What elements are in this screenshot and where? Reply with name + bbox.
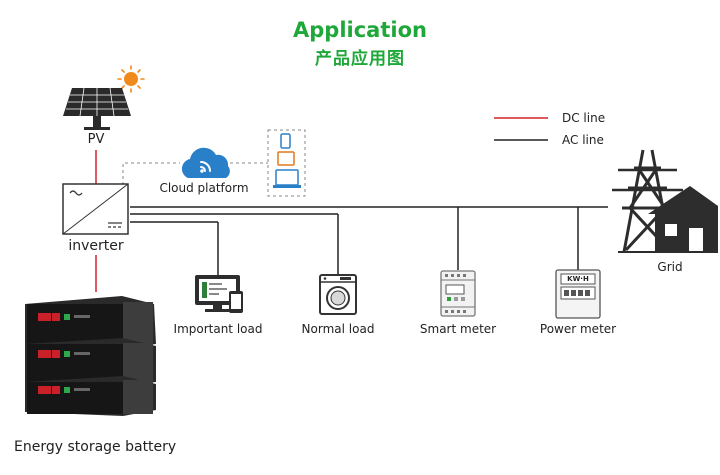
pv-label: PV — [87, 132, 105, 147]
grid-label: Grid — [657, 260, 683, 274]
cloud-icon — [181, 147, 230, 178]
battery-module-3 — [25, 376, 156, 416]
normal-load-label: Normal load — [301, 322, 375, 336]
power-meter-icon — [555, 269, 601, 319]
battery-module-1 — [25, 296, 156, 348]
cloud-platform-label: Cloud platform — [159, 181, 249, 195]
monitoring-devices-icon — [267, 129, 306, 197]
inverter-label: inverter — [68, 238, 124, 254]
meter-display-text: KW·H — [567, 275, 589, 283]
diagram-title: Application — [293, 18, 427, 42]
legend-dc-label: DC line — [562, 111, 606, 125]
washing-machine-icon — [319, 274, 357, 315]
power-meter-label: Power meter — [539, 322, 617, 336]
sun-icon — [117, 65, 145, 93]
battery-label: Energy storage battery — [14, 439, 177, 455]
diagram-subtitle: 产品应用图 — [315, 49, 405, 69]
important-load-label: Important load — [173, 322, 263, 336]
solar-panel-icon — [63, 87, 131, 130]
battery-stack-icon — [25, 296, 156, 416]
smart-meter-icon — [440, 270, 476, 317]
inverter-icon — [62, 183, 129, 235]
legend-ac-label: AC line — [562, 133, 604, 147]
comm-line-cloud — [122, 162, 180, 185]
house-icon — [648, 186, 718, 252]
battery-module-2 — [25, 338, 156, 386]
smart-meter-label: Smart meter — [419, 322, 497, 336]
desktop-phone-icon — [195, 275, 243, 313]
